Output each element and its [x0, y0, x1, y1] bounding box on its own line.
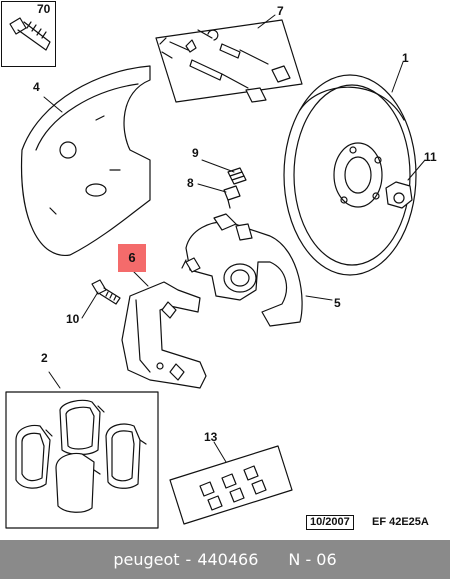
revision-date: 10/2007 — [306, 515, 354, 530]
part-8-bleed-screw — [223, 185, 241, 209]
callout-7: 7 — [277, 4, 284, 18]
callout-5: 5 — [334, 296, 341, 310]
separator: - — [185, 550, 192, 569]
callout-13: 13 — [204, 430, 218, 444]
callout-70: 70 — [37, 2, 51, 16]
part-70-frame — [1, 1, 56, 67]
diagram-code: EF 42E25A — [372, 516, 429, 528]
highlighted-part-6[interactable]: 6 — [118, 244, 146, 272]
callout-10: 10 — [66, 312, 80, 326]
part-10-bolt — [91, 279, 121, 305]
part-13-shim-set — [169, 445, 293, 525]
callout-4: 4 — [33, 80, 40, 94]
caption-bar: peugeot - 440466 N - 06 — [0, 540, 450, 579]
part-5-caliper — [181, 213, 303, 327]
leader-lines — [43, 14, 426, 463]
part-1-brake-disc — [283, 74, 417, 276]
item-number: N - 06 — [288, 550, 337, 569]
part-number: 440466 — [197, 550, 259, 569]
part-4-dust-shield — [20, 65, 151, 256]
exploded-view-drawing — [5, 14, 426, 529]
part-6-bracket — [121, 281, 207, 389]
part-70-screw — [9, 17, 51, 51]
callout-1: 1 — [402, 51, 409, 65]
part-7-kit — [155, 19, 303, 103]
callout-11: 11 — [424, 150, 437, 164]
callout-8: 8 — [187, 176, 194, 190]
callout-6: 6 — [128, 250, 136, 265]
brand-label: peugeot — [113, 550, 180, 569]
part-9-bleed-cap — [227, 167, 247, 185]
part-2-pad-set — [5, 391, 159, 529]
callout-2: 2 — [41, 351, 48, 365]
part-11-hub-nut — [385, 181, 413, 209]
callout-9: 9 — [192, 146, 199, 160]
